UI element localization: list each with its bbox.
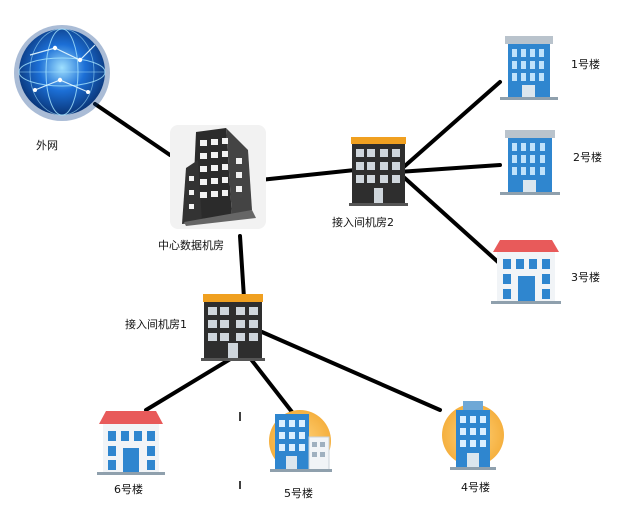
core-datacenter-label: 中心数据机房	[158, 239, 224, 252]
link-access1-b6	[144, 356, 234, 412]
link-access2-b3	[396, 170, 500, 264]
office-building-icon	[500, 36, 558, 100]
office-building-icon	[491, 240, 561, 304]
link-access1-b4	[260, 330, 442, 412]
link-access1-b5	[248, 356, 294, 414]
globe-icon	[14, 25, 110, 121]
office-building-icon	[269, 410, 332, 472]
access-room-2-label: 接入间机房2	[332, 216, 394, 229]
building-1-label: 1号楼	[571, 58, 600, 71]
office-building-icon	[500, 130, 560, 195]
server-building-icon	[201, 294, 265, 361]
building-4-label: 4号楼	[461, 481, 490, 494]
building-6-label: 6号楼	[114, 483, 143, 496]
office-building-icon	[97, 411, 165, 475]
link-core-access2	[258, 168, 357, 182]
building-3-label: 3号楼	[571, 271, 600, 284]
link-internet-core	[93, 102, 172, 157]
office-building-icon	[442, 401, 504, 470]
building-5-label: 5号楼	[284, 487, 313, 500]
access-room-1-label: 接入间机房1	[125, 318, 187, 331]
link-access2-b1	[396, 80, 502, 174]
link-access2-b2	[396, 163, 502, 174]
links	[93, 80, 502, 414]
link-core-access1	[238, 234, 246, 300]
internet-label: 外网	[36, 139, 58, 152]
building-2-label: 2号楼	[573, 151, 602, 164]
server-building-icon	[349, 137, 408, 206]
datacenter-tower-icon	[170, 125, 266, 229]
